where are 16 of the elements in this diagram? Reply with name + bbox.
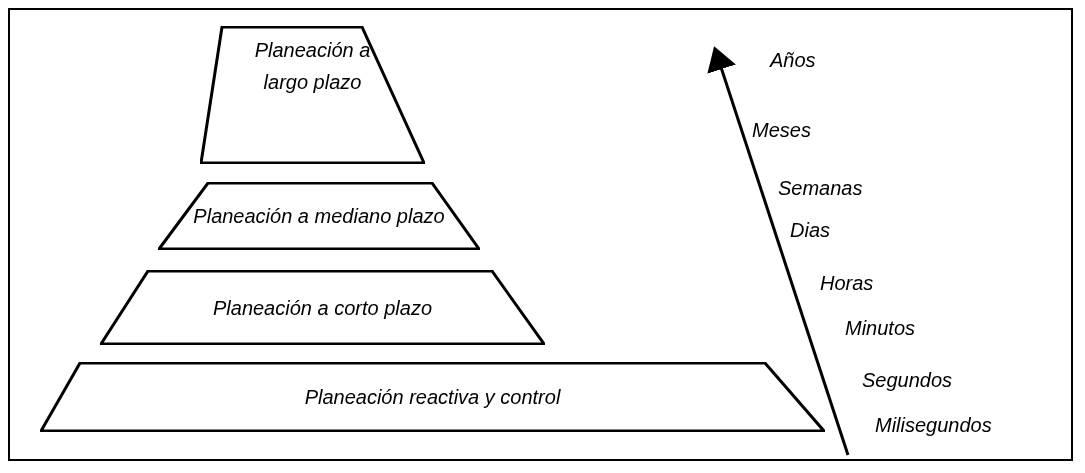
time-scale-label: Minutos [845, 316, 916, 340]
trapezoid-layer [200, 26, 425, 164]
layer-label: Planeación a largo plazo [253, 38, 372, 95]
layer-label: Planeación a corto plazo [211, 296, 433, 319]
trapezoid-layer [100, 270, 545, 345]
time-scale-label: Dias [790, 218, 830, 242]
time-scale-label: Años [770, 48, 816, 72]
time-scale-label: Semanas [778, 176, 863, 200]
time-scale-label: Meses [752, 118, 811, 142]
time-scale-label: Segundos [862, 368, 953, 392]
time-scale-label: Milisegundos [875, 413, 992, 437]
layer-label: Planeación reactiva y control [303, 385, 562, 409]
trapezoid-layer [158, 182, 480, 250]
trapezoid-layer [40, 362, 825, 432]
layer-label: Planeación a mediano plazo [192, 204, 446, 228]
time-scale-label: Horas [820, 271, 874, 295]
